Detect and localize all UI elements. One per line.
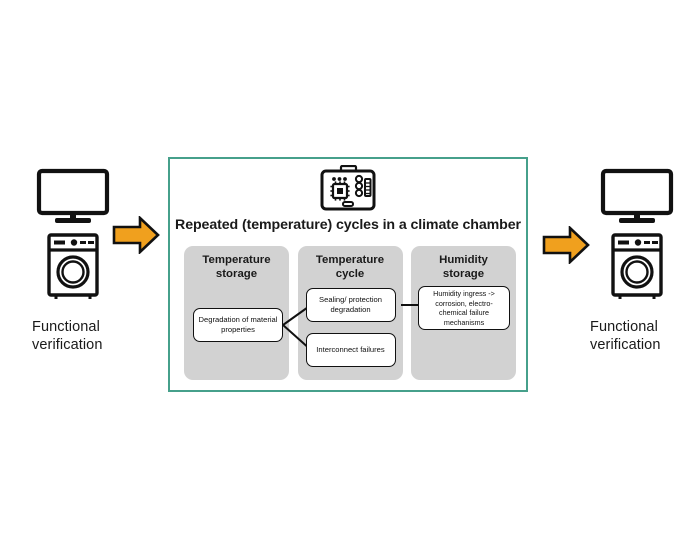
panel-humidity-storage: Humidity storage Humidity ingress -> cor… xyxy=(411,246,516,380)
panel-title-line2: storage xyxy=(442,267,485,280)
right-functional-verification-group: Functional verification xyxy=(572,168,700,354)
monitor-icon xyxy=(36,168,110,226)
right-caption: Functional verification xyxy=(572,318,700,354)
panel-temperature-cycle: Temperature cycle Sealing/ protection de… xyxy=(297,246,403,380)
panel-title-line1: Humidity xyxy=(439,254,488,266)
right-orange-arrow-icon xyxy=(542,226,590,264)
panel-temperature-storage-title: Temperature storage xyxy=(184,254,289,281)
box-humidity-ingress: Humidity ingress -> corrosion, electro-c… xyxy=(418,286,510,330)
left-orange-arrow-icon xyxy=(112,216,160,254)
panel-temperature-cycle-title: Temperature cycle xyxy=(298,254,403,281)
climate-chamber-circuit-board-icon xyxy=(317,165,379,215)
box-interconnect-failures: Interconnect failures xyxy=(305,333,396,367)
washing-machine-icon xyxy=(46,232,100,300)
washing-machine-icon xyxy=(610,232,664,300)
climate-chamber-frame: Repeated (temperature) cycles in a clima… xyxy=(168,157,528,392)
box-sealing-protection-degradation: Sealing/ protection degradation xyxy=(305,288,396,322)
right-device-icons xyxy=(572,168,700,300)
chamber-title: Repeated (temperature) cycles in a clima… xyxy=(175,217,521,233)
right-caption-line2: verification xyxy=(590,337,661,354)
panel-title-line1: Temperature xyxy=(315,254,385,266)
panel-humidity-storage-title: Humidity storage xyxy=(411,254,516,281)
panel-temperature-storage: Temperature storage Degradation of mater… xyxy=(184,246,289,380)
left-caption-line2: verification xyxy=(32,337,103,354)
panel-title-line2: cycle xyxy=(335,267,365,280)
panel-title-line2: storage xyxy=(215,267,258,280)
left-functional-verification-group: Functional verification xyxy=(8,168,138,354)
box-degradation-of-material-properties: Degradation of material properties xyxy=(193,308,283,342)
left-caption: Functional verification xyxy=(8,318,138,354)
panel-row: Temperature storage Degradation of mater… xyxy=(184,246,516,380)
left-caption-line1: Functional xyxy=(32,319,100,335)
monitor-icon xyxy=(600,168,674,226)
right-caption-line1: Functional xyxy=(590,319,658,335)
panel-title-line1: Temperature xyxy=(202,254,271,266)
left-device-icons xyxy=(8,168,138,300)
